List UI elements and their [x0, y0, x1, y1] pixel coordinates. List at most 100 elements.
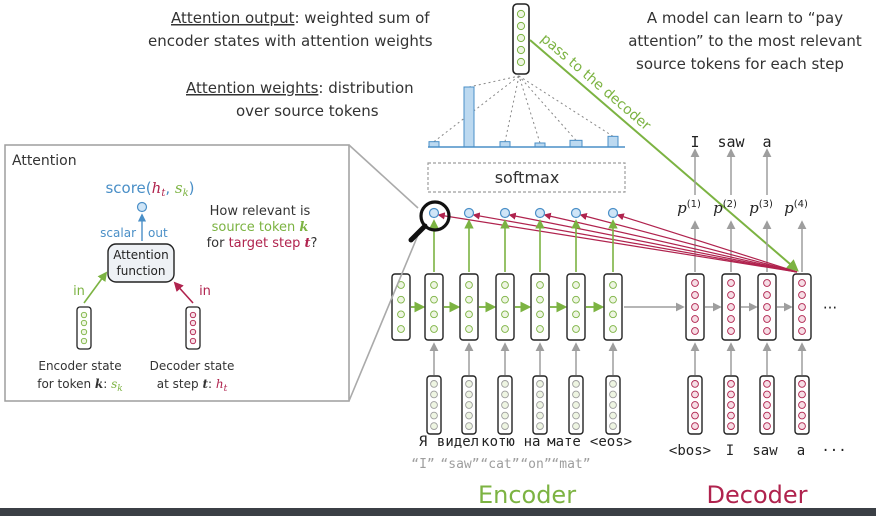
- decoder-ellipsis: ···: [823, 299, 837, 317]
- pay-attention-annotation-line2: attention” to the most relevant: [628, 32, 862, 50]
- weight-connector: [518, 75, 577, 141]
- encoder-in-arrow: [83, 271, 108, 304]
- attention-weight-bar: [428, 141, 440, 148]
- decoder-query-arrow: [616, 213, 798, 273]
- score-node: [136, 201, 148, 213]
- pay-attention-annotation-line3: source tokens for each step: [636, 55, 844, 73]
- in-left-label: in: [73, 284, 85, 299]
- encoder-state-line2: for token k: sk: [37, 377, 123, 394]
- softmax-label: softmax: [495, 168, 560, 187]
- target-embedding-vector: [723, 375, 739, 435]
- score-node: [428, 207, 440, 219]
- pass-to-decoder-arrow: [529, 39, 799, 272]
- source-token: котю: [481, 434, 515, 450]
- encoder-state-vector: [76, 306, 92, 350]
- zoom-line-bottom: [348, 234, 419, 402]
- attention-weight-bar: [463, 86, 475, 148]
- decoder-state: [685, 273, 705, 341]
- attention-weights-bars: [428, 75, 619, 148]
- question-line2: source token k: [212, 220, 309, 235]
- attention-weight-bar: [607, 135, 619, 148]
- source-token: <eos>: [590, 434, 632, 450]
- decoder-output-token: a: [762, 133, 771, 151]
- attention-output-annotation: Attention output: weighted sum of: [171, 9, 430, 27]
- encoder-state: [530, 273, 550, 341]
- weight-connector: [468, 75, 520, 88]
- encoder-label: Encoder: [478, 481, 576, 508]
- decoder-query-arrow: [472, 212, 798, 273]
- target-embedding-vector: [794, 375, 810, 435]
- decoder-query-arrow: [508, 212, 798, 273]
- prob-label: p(3): [749, 199, 773, 217]
- source-gloss: “cat”: [480, 457, 519, 472]
- prob-label: p(1): [677, 199, 701, 217]
- source-embedding-vector: [497, 375, 513, 435]
- decoder-input-token: I: [726, 443, 734, 459]
- source-embedding-vector: [461, 375, 477, 435]
- source-embedding-vector: [568, 375, 584, 435]
- source-token: на: [524, 434, 541, 450]
- attention-weight-bar: [499, 141, 511, 148]
- source-gloss: “saw”: [440, 457, 479, 472]
- weight-connector: [518, 75, 541, 144]
- network-group: [391, 148, 812, 435]
- prob-label: p(4): [784, 199, 808, 217]
- decoder-state-line1: Decoder state: [150, 359, 235, 373]
- decoder-state-vector: [185, 306, 201, 350]
- score-node: [570, 207, 582, 219]
- attention-function-line1: Attention: [113, 248, 168, 262]
- score-node: [534, 207, 546, 219]
- score-node: [607, 207, 619, 219]
- source-gloss: “I”: [411, 457, 434, 472]
- question-line3: for target step t?: [207, 236, 318, 251]
- attention-weights-annotation-line2: over source tokens: [236, 102, 379, 120]
- source-gloss: “mat”: [551, 457, 590, 472]
- in-right-label: in: [199, 284, 211, 299]
- encoder-state: [603, 273, 623, 341]
- encoder-state: [495, 273, 515, 341]
- out-label: out: [148, 226, 168, 240]
- weight-connector: [504, 75, 520, 142]
- attention-panel: Attention score(ht, sk) How relevant is …: [4, 144, 419, 402]
- decoder-input-token: a: [797, 443, 805, 459]
- decoder-input-token: ···: [821, 443, 846, 459]
- decoder-query-arrow: [437, 212, 798, 273]
- pay-attention-annotation-line1: A model can learn to “pay: [647, 9, 843, 27]
- attention-panel-title: Attention: [12, 153, 77, 169]
- decoder-output-token: saw: [717, 133, 745, 151]
- attention-function-box: [107, 243, 175, 283]
- target-embedding-vector: [759, 375, 775, 435]
- decoder-output-token: I: [690, 133, 699, 151]
- source-embedding-vector: [426, 375, 442, 435]
- question-line1: How relevant is: [210, 204, 311, 219]
- decoder-state: [757, 273, 777, 341]
- target-embedding-vector: [687, 375, 703, 435]
- source-embedding-vector: [605, 375, 621, 435]
- attention-weights-annotation: Attention weights: distribution: [186, 79, 414, 97]
- scalar-label: scalar: [100, 226, 136, 240]
- decoder-query-arrow: [543, 212, 798, 273]
- magnifier-icon: [408, 200, 451, 243]
- decoder-state: [792, 273, 812, 341]
- decoder-input-token: <bos>: [669, 443, 711, 459]
- attention-output-annotation-line2: encoder states with attention weights: [148, 32, 433, 50]
- weight-connector: [518, 75, 614, 137]
- decoder-state: [721, 273, 741, 341]
- encoder-state: [566, 273, 586, 341]
- softmax-box: [427, 162, 626, 193]
- prob-label: p(2): [713, 199, 737, 217]
- source-embedding-vector: [532, 375, 548, 435]
- attention-weight-bar: [569, 139, 583, 148]
- score-node: [463, 207, 475, 219]
- decoder-state-line2: at step t: ht: [157, 377, 228, 394]
- source-gloss: “on”: [520, 457, 551, 472]
- zoom-line-top: [348, 144, 419, 209]
- score-formula: score(ht, sk): [105, 179, 194, 199]
- attention-output-vector: [512, 3, 530, 75]
- attention-function-line2: function: [116, 264, 165, 278]
- decoder-in-arrow: [173, 281, 194, 304]
- encoder-state-line1: Encoder state: [38, 359, 121, 373]
